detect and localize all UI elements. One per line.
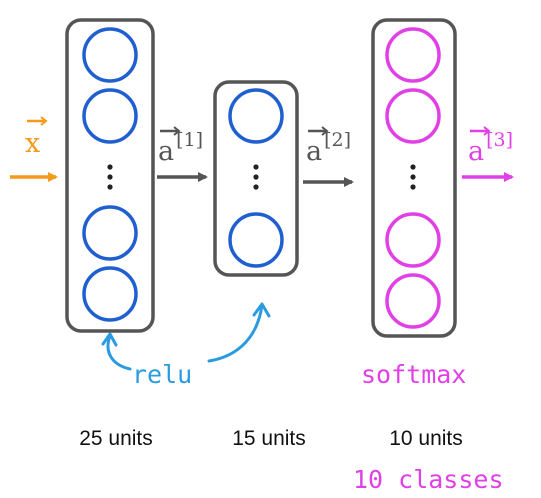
neuron bbox=[82, 27, 138, 83]
neuron bbox=[82, 205, 138, 261]
input-symbol: x bbox=[25, 128, 40, 159]
activation-symbol: a bbox=[306, 136, 322, 167]
neuron bbox=[228, 88, 284, 144]
activation-a3: a[3] bbox=[468, 129, 513, 167]
activation-a1-label: a[1] bbox=[158, 126, 203, 167]
layer-3 bbox=[371, 18, 457, 338]
softmax-label: softmax bbox=[361, 360, 466, 389]
neuron bbox=[385, 88, 441, 144]
vector-arrowhead-icon bbox=[173, 126, 181, 136]
pointer-arrow-icon bbox=[106, 334, 132, 371]
input-x-label: x bbox=[25, 116, 48, 159]
neuron bbox=[82, 88, 138, 144]
activation-a3-label: a[3] bbox=[468, 126, 513, 167]
ellipsis-icon bbox=[253, 164, 259, 190]
ellipsis-icon bbox=[410, 164, 416, 190]
layer-3-units: 10 units bbox=[389, 427, 463, 450]
vector-arrowhead-icon bbox=[321, 126, 329, 136]
activation-superscript: [3] bbox=[486, 129, 513, 151]
neuron bbox=[82, 266, 138, 322]
neuron bbox=[385, 27, 441, 83]
vector-arrowhead-icon bbox=[40, 116, 48, 126]
neuron bbox=[385, 212, 441, 268]
activation-a2-label: a[2] bbox=[306, 126, 351, 167]
activation-symbol: a bbox=[468, 136, 484, 167]
neuron bbox=[228, 212, 284, 268]
layer-2-units: 15 units bbox=[232, 427, 306, 450]
neuron bbox=[385, 273, 441, 329]
relu-annotation: relu bbox=[101, 302, 271, 389]
pointer-arrow-icon bbox=[207, 303, 264, 363]
activation-a2: a[2] bbox=[306, 129, 351, 167]
activation-superscript: [1] bbox=[176, 129, 203, 151]
activation-symbol: a bbox=[158, 136, 174, 167]
vector-arrowhead-icon bbox=[483, 126, 491, 136]
layer-1-units: 25 units bbox=[79, 427, 153, 450]
activation-superscript: [2] bbox=[324, 129, 351, 151]
activation-a1: a[1] bbox=[158, 129, 203, 167]
ellipsis-icon bbox=[107, 164, 113, 190]
pointer-arrowhead-icon bbox=[101, 332, 118, 347]
relu-label: relu bbox=[132, 360, 192, 389]
pointer-arrowhead-icon bbox=[252, 302, 271, 318]
classes-label: 10 classes bbox=[353, 465, 504, 494]
layer-1 bbox=[65, 18, 155, 333]
layer-2 bbox=[213, 80, 299, 277]
